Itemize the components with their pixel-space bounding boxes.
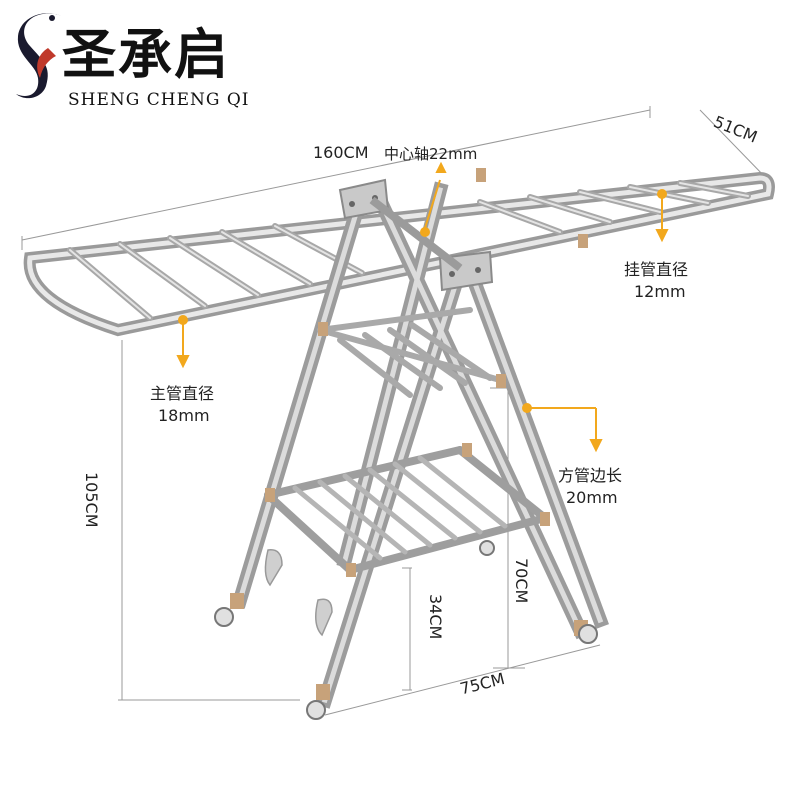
hinge-plates [338,178,494,292]
brand-name-cn: 圣承启 [62,23,230,86]
hanging-tube-label: 挂管直径 [624,260,689,279]
square-tube-label: 方管边长 [558,466,623,485]
brand-name-en: SHENG CHENG QI [68,90,250,110]
center-axis-label: 中心轴22mm [384,145,478,163]
side-clips [264,549,333,637]
annotation-arrows [176,161,669,453]
bottom-shelf [264,446,549,574]
swan-logo-icon [16,13,62,99]
main-tube-value: 18mm [158,406,210,425]
height-label: 105CM [82,472,101,528]
middle-shelf [317,307,503,398]
dimension-lines [21,106,769,716]
mid-height-label: 70CM [512,558,531,604]
square-tube-value: 20mm [566,488,618,507]
caster-wheels [214,540,598,720]
lower-shelf-height-label: 34CM [426,594,445,640]
top-hanging-rack [23,171,775,337]
hanging-tube-value: 12mm [634,282,686,301]
length-label: 160CM [313,143,369,162]
rack-legs [231,181,609,709]
main-tube-label: 主管直径 [150,384,215,403]
